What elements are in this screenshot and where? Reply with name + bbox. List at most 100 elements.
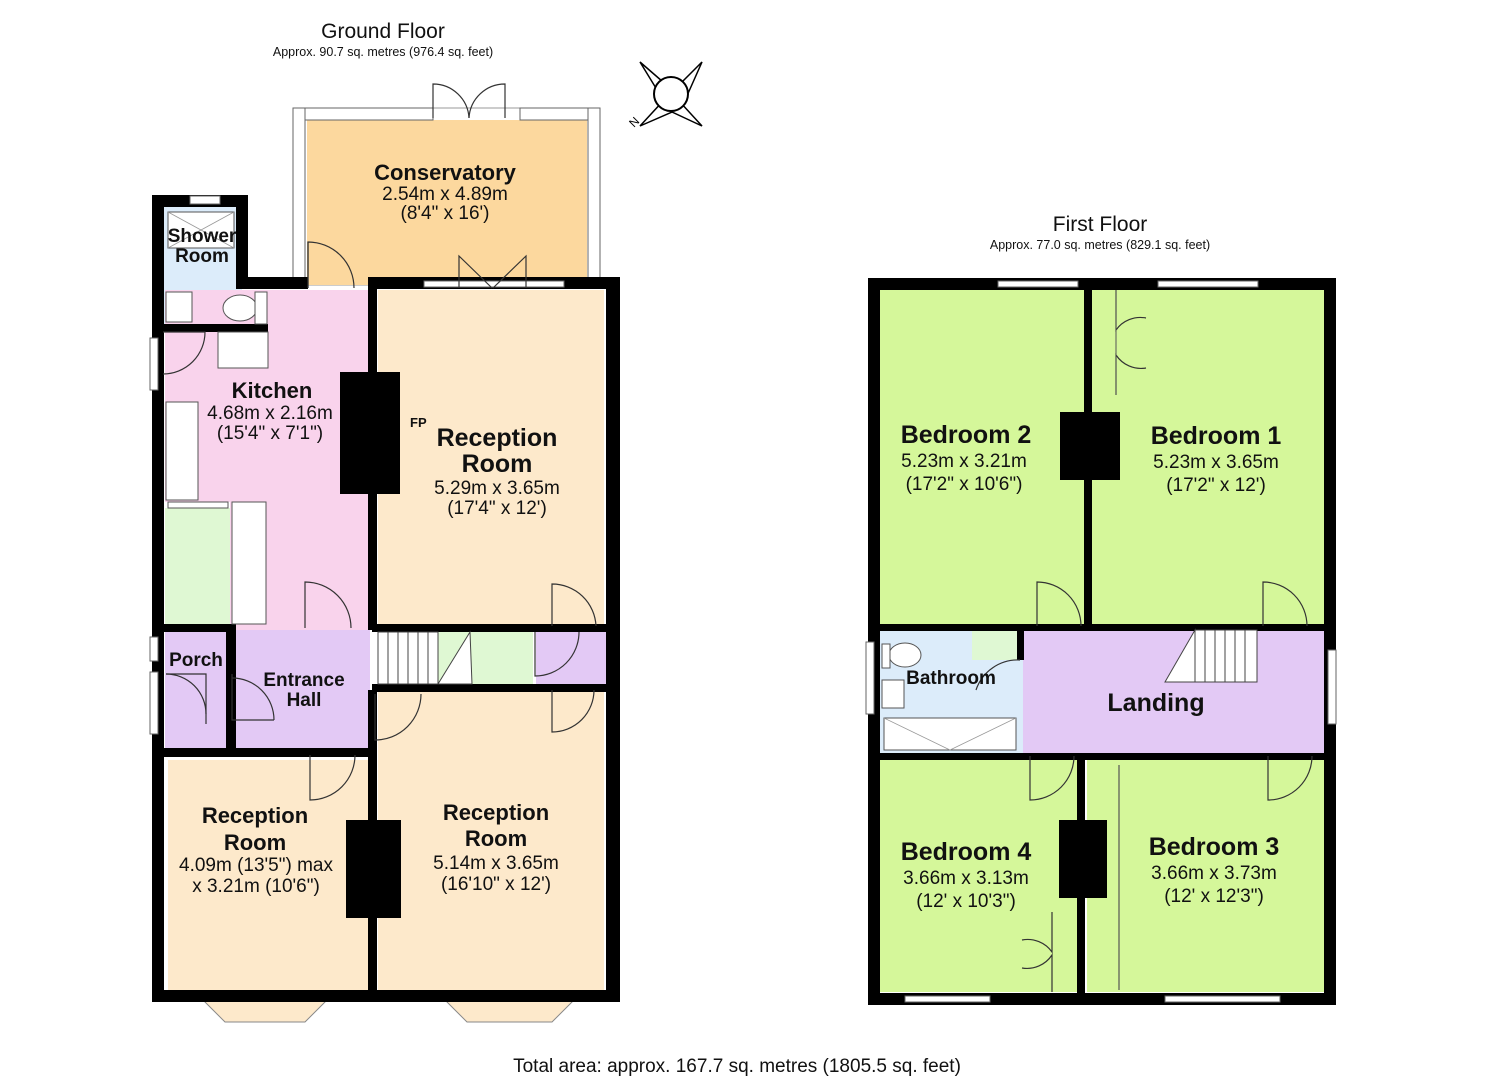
door (534, 631, 580, 677)
stair-winder (437, 630, 473, 685)
kitchen-dim-metric: 4.68m x 2.16m (207, 403, 333, 424)
first-floor-area: Approx. 77.0 sq. metres (829.1 sq. feet) (990, 238, 1210, 252)
entrance-hall-label: Hall (287, 690, 322, 711)
toilet-cistern (881, 643, 891, 669)
bedroom2-dim-metric: 5.23m x 3.21m (901, 451, 1027, 472)
reception-front-right-dim-metric: 5.14m x 3.65m (433, 853, 559, 874)
window (1327, 649, 1337, 725)
door (1036, 581, 1082, 627)
door (1267, 755, 1313, 801)
door (1262, 581, 1308, 627)
door (975, 659, 1021, 691)
first-floor: First Floor Approx. 77.0 sq. metres (829… (865, 213, 1337, 1005)
wall (868, 278, 1336, 290)
conservatory-window (292, 107, 306, 286)
window (189, 195, 221, 205)
reception-front-left-dim-metric: 4.09m (13'5") max (179, 855, 333, 876)
door (304, 581, 352, 629)
shower-tray-line (167, 211, 235, 249)
conservatory-floor (307, 120, 587, 285)
reception-front-right-label: Reception (443, 800, 549, 825)
wall (872, 753, 1332, 760)
reception-front-left-label: Reception (202, 803, 308, 828)
reception-front-right-floor (378, 690, 604, 992)
bathroom-cupboard (972, 630, 1017, 660)
wall (236, 195, 248, 285)
door (551, 583, 597, 627)
door (458, 254, 493, 289)
shower-room-label: Shower (168, 226, 237, 247)
wall (1324, 278, 1336, 1005)
bedroom1-dim-imperial: (17'2" x 12') (1166, 475, 1266, 496)
chimney-breast (1060, 412, 1120, 480)
window (1164, 995, 1281, 1003)
bath (883, 717, 1017, 751)
door (309, 754, 356, 801)
bedroom2-floor (880, 290, 1084, 628)
wall (372, 624, 612, 632)
door (231, 677, 275, 721)
stair-winder (1164, 628, 1196, 683)
door (307, 241, 355, 289)
door (492, 254, 527, 289)
door (165, 673, 207, 715)
window (865, 641, 875, 715)
landing-floor (1023, 630, 1324, 754)
kitchen-sink-unit (165, 401, 199, 501)
bedroom2-label: Bedroom 2 (901, 421, 1032, 449)
wall (236, 277, 308, 289)
bath-line (883, 717, 951, 751)
window (997, 280, 1079, 288)
bedroom2-dim-imperial: (17'2" x 10'6") (906, 474, 1023, 495)
first-floor-stairs (1164, 628, 1258, 683)
reception-rear-floor (378, 290, 604, 628)
door (162, 331, 206, 375)
reception-rear-dim-imperial: (17'4" x 12') (447, 498, 547, 519)
reception-front-left-floor (168, 760, 370, 992)
kitchen-floor (162, 290, 370, 630)
door (551, 689, 595, 733)
french-door-right (468, 83, 506, 119)
reception-front-left-label: Room (224, 830, 286, 855)
reception-rear-label: Reception (437, 424, 558, 452)
conservatory-label: Conservatory (374, 160, 517, 185)
bedroom3-dim-metric: 3.66m x 3.73m (1151, 863, 1277, 884)
window (149, 671, 159, 735)
porch-label: Porch (169, 650, 223, 671)
bedroom1-floor (1092, 290, 1324, 628)
window (149, 337, 159, 391)
basin (881, 679, 905, 709)
wall (152, 335, 164, 1002)
compass-icon: N (626, 61, 703, 130)
bedroom4-dim-metric: 3.66m x 3.13m (903, 868, 1029, 889)
chimney-breast (346, 820, 401, 918)
fireplace-label: FP (410, 415, 427, 430)
first-floor-title: First Floor (1053, 213, 1148, 236)
wall (162, 324, 268, 332)
chimney-breast (340, 372, 400, 494)
entrance-hall-label: Entrance (263, 670, 344, 691)
conservatory: Conservatory 2.54m x 4.89m (8'4" x 16') (292, 83, 601, 286)
bedroom1-dim-metric: 5.23m x 3.65m (1153, 452, 1279, 473)
total-area: Total area: approx. 167.7 sq. metres (18… (513, 1056, 961, 1077)
ground-floor-area: Approx. 90.7 sq. metres (976.4 sq. feet) (273, 45, 493, 59)
conservatory-dim-metric: 2.54m x 4.89m (382, 184, 508, 205)
porch-floor (165, 630, 235, 750)
door (374, 693, 422, 741)
wall (226, 624, 236, 754)
worktop (167, 501, 229, 509)
bedroom3-label: Bedroom 3 (1149, 833, 1280, 861)
conservatory-dim-imperial: (8'4" x 16') (401, 203, 490, 224)
window (1157, 280, 1259, 288)
reception-front-left-dim-imperial: x 3.21m (10'6") (192, 876, 320, 897)
wall (372, 684, 612, 692)
bedroom3-dim-imperial: (12' x 12'3") (1164, 886, 1264, 907)
kitchen-label: Kitchen (232, 378, 313, 403)
stairs (1194, 629, 1258, 683)
reception-front-right-label: Room (465, 826, 527, 851)
wardrobe-door (1021, 953, 1053, 992)
reception-rear-label: Room (462, 450, 533, 478)
door (231, 674, 274, 721)
conservatory-window (587, 107, 601, 286)
